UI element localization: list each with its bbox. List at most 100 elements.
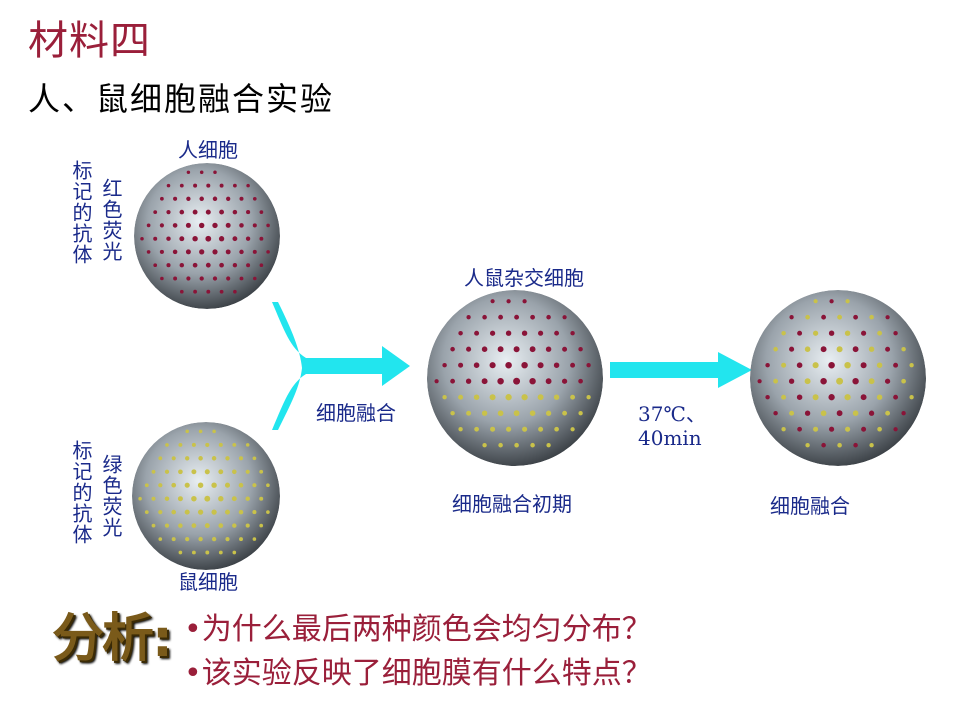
green-fluorescent-dot [837, 314, 843, 320]
red-fluorescent-dot [442, 362, 447, 368]
red-fluorescent-dot [172, 223, 178, 228]
red-fluorescent-dot [146, 250, 151, 254]
green-fluorescent-dot [876, 394, 883, 400]
green-fluorescent-dot [211, 482, 217, 488]
red-fluorescent-dot [828, 394, 835, 401]
red-fluorescent-dot [853, 314, 858, 320]
red-fluorescent-dot [232, 263, 238, 268]
analysis-heading: 分析: [52, 609, 173, 669]
red-fluorescent-dot [498, 314, 503, 320]
green-fluorescent-dot [185, 429, 189, 434]
red-fluorescent-dot [206, 289, 211, 294]
green-fluorescent-dot [164, 469, 170, 474]
green-fluorescent-dot [538, 426, 544, 432]
green-fluorescent-dot [158, 483, 163, 488]
red-fluorescent-dot [266, 250, 270, 254]
green-fluorescent-dot [218, 496, 224, 502]
red-fluorescent-dot [554, 330, 560, 336]
green-fluorescent-dot [252, 483, 257, 488]
green-fluorescent-dot [211, 509, 217, 515]
red-fluorescent-dot [529, 378, 536, 385]
green-fluorescent-dot [184, 509, 190, 515]
green-fluorescent-dot [877, 426, 882, 432]
green-fluorescent-dot [804, 378, 811, 385]
red-fluorescent-dot [192, 262, 198, 268]
green-fluorescent-dot [158, 537, 163, 541]
red-fluorescent-dot [868, 410, 875, 416]
red-fluorescent-dot [434, 379, 439, 384]
red-fluorescent-dot [226, 196, 231, 201]
cell-body [427, 290, 603, 466]
incubation-arrow [610, 352, 752, 388]
red-fluorescent-dot [232, 209, 238, 215]
red-fluorescent-dot [562, 346, 568, 352]
cell-body [134, 163, 280, 309]
green-fluorescent-dot [198, 536, 203, 542]
green-fluorescent-dot [151, 523, 156, 528]
green-fluorescent-dot [489, 394, 496, 401]
green-fluorescent-dot [578, 411, 583, 416]
green-fluorescent-dot [198, 456, 203, 461]
red-fluorescent-dot [226, 276, 231, 281]
red-fluorescent-dot [482, 314, 487, 320]
red-fluorescent-dot [233, 289, 237, 294]
green-fluorescent-dot [205, 442, 210, 447]
green-fluorescent-dot [158, 456, 163, 461]
green-fluorescent-dot [198, 429, 203, 434]
red-fluorescent-dot [218, 236, 225, 242]
green-fluorescent-dot [178, 550, 183, 555]
red-fluorescent-dot [239, 223, 244, 228]
red-fluorescent-dot [153, 263, 158, 268]
green-fluorescent-dot [812, 330, 819, 336]
green-fluorescent-dot [844, 330, 851, 336]
green-fluorescent-dot [844, 394, 851, 401]
red-fluorescent-dot [179, 183, 184, 188]
merge-arrow [272, 302, 410, 430]
green-fluorescent-dot [211, 456, 217, 461]
red-fluorescent-dot [860, 394, 867, 401]
red-fluorescent-dot [545, 378, 552, 385]
red-fluorescent-dot [893, 362, 899, 368]
red-fluorescent-dot [465, 378, 472, 384]
green-fluorescent-dot [901, 378, 906, 384]
green-fluorescent-dot [546, 443, 551, 448]
green-fluorescent-dot [458, 394, 464, 400]
green-fluorescent-dot [773, 346, 778, 352]
red-fluorescent-dot [466, 315, 471, 320]
green-fluorescent-dot [211, 536, 217, 542]
red-fluorescent-dot [521, 361, 528, 369]
cell-body [750, 290, 926, 466]
red-fluorescent-dot [562, 315, 567, 320]
red-fluorescent-dot [179, 236, 185, 242]
red-fluorescent-dot [505, 330, 512, 336]
green-fluorescent-dot [238, 509, 244, 515]
green-fluorescent-dot [876, 362, 883, 368]
green-fluorescent-dot [185, 456, 190, 461]
question-1-text: 为什么最后两种颜色会均匀分布？ [201, 612, 652, 647]
green-fluorescent-dot [212, 429, 216, 434]
red-fluorescent-dot [246, 263, 251, 268]
red-fluorescent-dot [473, 362, 480, 368]
red-fluorescent-dot [893, 394, 899, 400]
red-fluorescent-dot [205, 209, 211, 215]
red-fluorescent-dot [225, 249, 231, 255]
red-fluorescent-dot [505, 361, 512, 369]
red-fluorescent-dot [578, 378, 583, 384]
human-cell-label: 人细胞 [178, 138, 238, 162]
red-fluorescent-dot [212, 276, 218, 281]
red-fluorescence-label: 红色荧光 [99, 178, 123, 262]
green-fluorescent-dot [245, 496, 250, 501]
question-2-text: 该实验反映了细胞膜有什么特点？ [201, 656, 652, 691]
green-fluorescent-dot [506, 426, 512, 432]
green-fluorescent-dot [869, 443, 874, 448]
green-fluorescent-dot [252, 510, 257, 515]
red-fluorescent-dot [893, 427, 898, 432]
green-fluorescent-dot [259, 469, 264, 474]
red-fluorescent-dot [821, 314, 826, 320]
green-fluorescent-dot [909, 395, 914, 400]
red-fluorescent-dot [829, 299, 834, 304]
red-fluorescent-dot [514, 314, 520, 320]
green-antibody-label: 标记的抗体 [69, 440, 93, 545]
green-fluorescent-dot [852, 410, 859, 417]
red-fluorescent-dot [153, 210, 158, 214]
